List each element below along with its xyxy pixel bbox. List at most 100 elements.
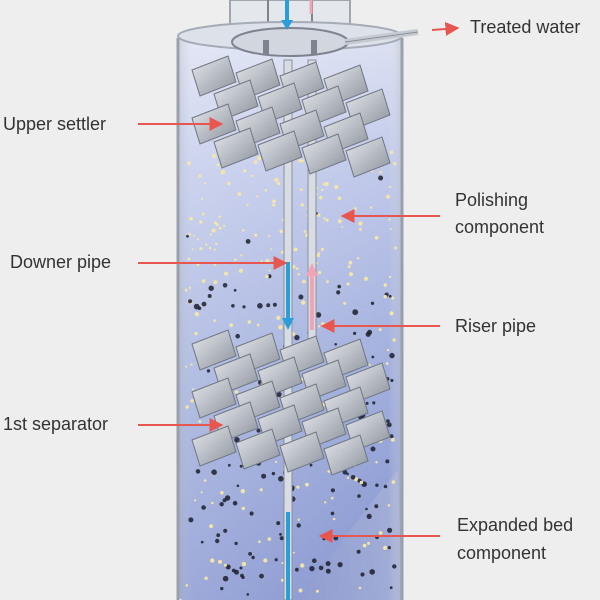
sludge-granule [366, 513, 372, 520]
gas-bubble [254, 233, 258, 237]
settler-plate [301, 133, 347, 175]
sludge-granule [389, 352, 395, 359]
upper-settler-plates [191, 55, 391, 178]
gas-bubble [389, 311, 394, 316]
gas-bubble [385, 362, 389, 365]
gas-bubble [280, 578, 284, 582]
gas-bubble [300, 203, 304, 207]
gas-bubble [201, 212, 205, 216]
gas-bubble [391, 480, 396, 484]
sludge-granule [259, 573, 264, 579]
sludge-granule [234, 437, 240, 443]
label-expanded-bed-line1: Expanded bed [457, 515, 574, 535]
gas-bubble [353, 207, 357, 211]
gas-bubble [213, 263, 216, 266]
sludge-granule [206, 369, 211, 373]
sludge-granule [322, 537, 326, 541]
sludge-granule [239, 566, 243, 570]
gas-bubble [192, 388, 195, 391]
gas-bubble [375, 461, 378, 464]
gas-bubble [224, 271, 229, 276]
sludge-granule [211, 469, 217, 476]
gas-bubble [208, 246, 212, 250]
sludge-granule [352, 309, 359, 316]
gas-bubble [378, 328, 382, 332]
sludge-granule [241, 575, 245, 580]
sludge-granule [325, 561, 331, 567]
gas-bubble [348, 272, 354, 277]
gas-bubble [323, 217, 326, 220]
gas-bubble [347, 265, 351, 269]
sludge-granule [365, 507, 368, 511]
gas-bubble [292, 551, 295, 554]
settler-plate [191, 329, 237, 371]
gas-bubble [241, 506, 245, 511]
gas-bubble [259, 488, 263, 492]
gas-bubble [348, 260, 353, 265]
gas-bubble [343, 301, 347, 305]
settler-plate [323, 434, 369, 476]
gas-bubble [389, 185, 392, 188]
gas-bubble [378, 531, 383, 535]
sludge-granule [266, 303, 271, 308]
sludge-granule [330, 488, 335, 493]
gas-bubble [280, 250, 284, 254]
sludge-granule [337, 562, 343, 568]
sludge-granule [232, 500, 238, 506]
treated-water-pointer [431, 21, 460, 36]
sludge-granule [309, 463, 313, 467]
gas-bubble [258, 540, 261, 543]
sludge-granule [325, 568, 331, 574]
gas-bubble [241, 229, 245, 232]
sludge-granule [388, 294, 392, 298]
gas-bubble [264, 189, 268, 192]
gas-bubble [297, 518, 300, 521]
gas-bubble [279, 229, 284, 234]
label-polishing-component-line2: component [455, 217, 545, 237]
gas-bubble [357, 257, 360, 260]
sludge-granule [389, 434, 394, 439]
gas-bubble [383, 283, 388, 287]
gas-bubble [199, 247, 203, 251]
label-first-separator: 1st separator [3, 414, 109, 434]
gas-bubble [270, 248, 272, 251]
gas-bubble [301, 300, 306, 305]
gas-bubble [362, 543, 367, 548]
sludge-granule [386, 422, 392, 428]
sludge-granule [233, 288, 237, 292]
gas-bubble [218, 226, 222, 230]
gas-bubble [358, 221, 363, 226]
sludge-granule [378, 175, 384, 181]
gas-bubble [324, 501, 327, 504]
gas-bubble [300, 563, 305, 568]
gas-bubble [320, 247, 325, 251]
gas-bubble [341, 225, 344, 228]
gas-bubble [379, 171, 383, 174]
gas-bubble [227, 181, 231, 186]
gas-bubble [391, 296, 395, 300]
gas-bubble [386, 348, 390, 352]
sludge-granule [208, 285, 214, 291]
sludge-granule [360, 572, 365, 577]
gas-bubble [319, 195, 323, 200]
gas-bubble [351, 209, 353, 212]
gas-bubble [327, 470, 331, 473]
sludge-granule [370, 446, 376, 452]
sludge-granule [387, 546, 391, 550]
sludge-granule [215, 538, 220, 544]
pink-up-arrow-icon [306, 263, 318, 276]
gas-bubble [196, 238, 200, 241]
sludge-granule [312, 558, 317, 563]
gas-bubble [388, 218, 391, 221]
sludge-granule [357, 494, 361, 498]
gas-bubble [325, 218, 329, 222]
sludge-granule [239, 464, 243, 468]
sludge-granule [372, 401, 376, 405]
gas-bubble [275, 460, 278, 463]
sludge-granule [337, 284, 342, 289]
blue-down-arrow-icon [281, 20, 293, 30]
gas-bubble [387, 504, 391, 507]
blue-down-arrow-icon [282, 318, 294, 330]
gas-bubble [246, 203, 249, 207]
sludge-granule [186, 234, 189, 238]
